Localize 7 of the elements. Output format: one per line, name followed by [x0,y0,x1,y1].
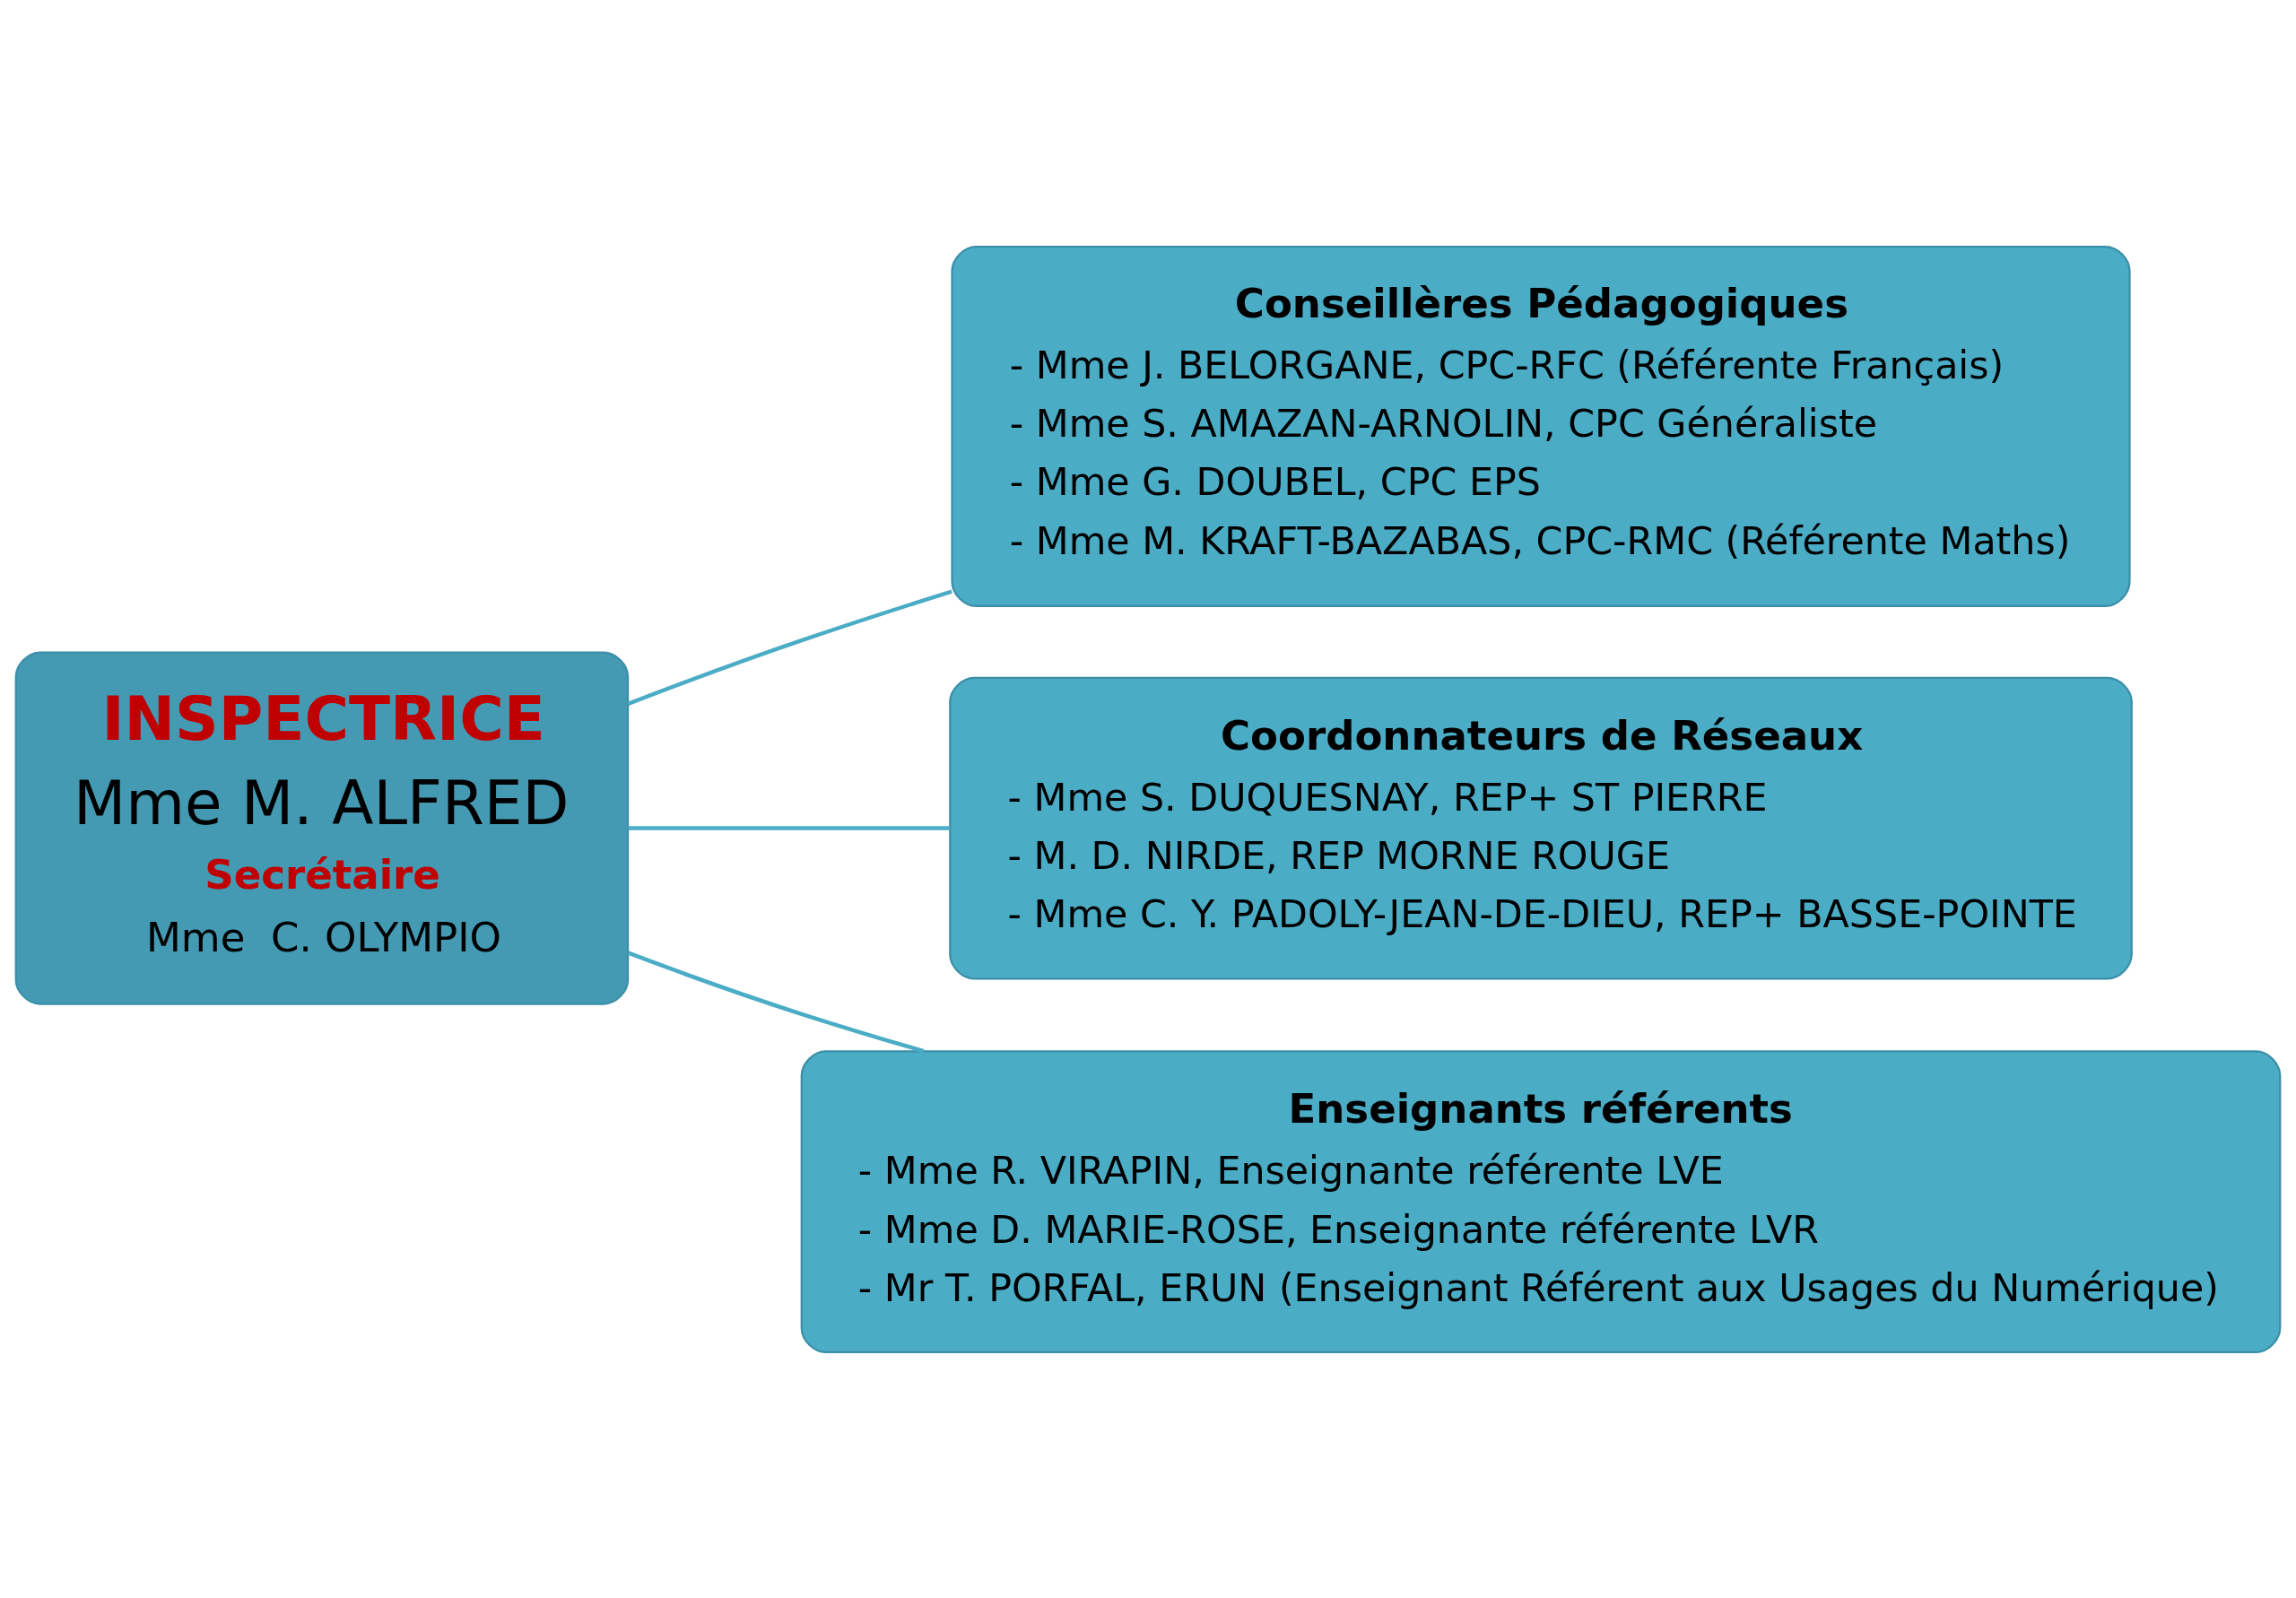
node-box: Coordonnateurs de Réseaux - Mme S. DUQUESNAY, REP+ ST PIERRE - M. D. NIRDE, REP MORNE ROUGE - Mme C. Y. PADOLY-JEAN-DE-DIEU, REP+ BASSE-POINTE [949,676,2133,979]
node-box: Enseignants référents - Mme R. VIRAPIN, Enseignante référente LVE - Mme D. MARIE-ROSE, Enseignante référente LVR - Mr T. PORFAL, ERUN (Enseignant Référent aux Usages du Numérique) [800,1049,2282,1353]
connector [627,951,925,1053]
node-box: INSPECTRICE Mme M. ALFRED Secrétaire Mme C. OLYMPIO [14,651,630,1005]
connector [628,825,951,830]
node-box: Conseillères Pédagogiques - Mme J. BELORGANE, CPC-RFC (Référente Français) - Mme S. AMAZAN-ARNOLIN, CPC Généraliste - Mme G. DOUBEL, CPC EPS - Mme M. KRAFT-BAZABAS, CPC-RMC (Référente Maths) [951,245,2131,607]
connector [627,588,952,706]
